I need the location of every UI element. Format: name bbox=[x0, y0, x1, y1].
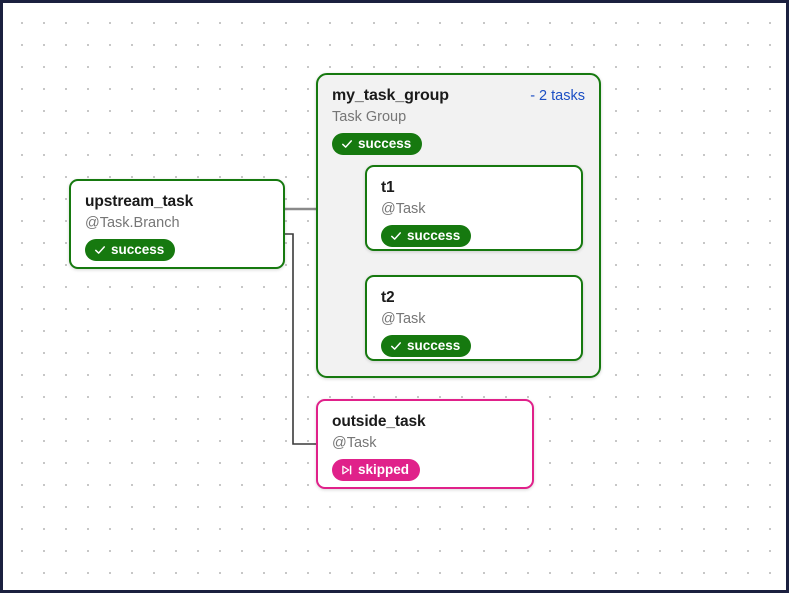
node-t1-status-badge: success bbox=[381, 225, 472, 247]
node-outside-task-status-badge: skipped bbox=[332, 459, 421, 481]
group-title-row: my_task_group - 2 tasks bbox=[332, 86, 585, 105]
node-t2[interactable]: t2 @Task success bbox=[365, 275, 583, 361]
node-t2-status-badge: success bbox=[381, 335, 472, 357]
task-group-type: Task Group bbox=[332, 109, 407, 125]
node-t2-title: t2 bbox=[381, 289, 395, 306]
check-icon bbox=[341, 138, 353, 150]
check-icon bbox=[390, 340, 402, 352]
task-group-status-label: success bbox=[358, 136, 412, 151]
node-t1-status-label: success bbox=[407, 228, 461, 243]
node-upstream-task-status-badge: success bbox=[85, 239, 176, 261]
node-upstream-task-title: upstream_task bbox=[85, 193, 194, 210]
task-group-header: my_task_group - 2 tasks Task Group succe… bbox=[318, 75, 599, 155]
node-outside-task-title: outside_task bbox=[332, 413, 426, 430]
task-group-count-toggle[interactable]: - 2 tasks bbox=[530, 88, 585, 104]
node-t1-type: @Task bbox=[381, 201, 426, 217]
skip-forward-icon bbox=[341, 464, 353, 476]
node-upstream-task-status-label: success bbox=[111, 242, 165, 257]
node-t1[interactable]: t1 @Task success bbox=[365, 165, 583, 251]
check-icon bbox=[390, 230, 402, 242]
node-outside-task-type: @Task bbox=[332, 435, 377, 451]
node-t2-status-label: success bbox=[407, 338, 461, 353]
check-icon bbox=[94, 244, 106, 256]
node-t1-title: t1 bbox=[381, 179, 395, 196]
task-group-title: my_task_group bbox=[332, 87, 449, 104]
edge-upstream-to-outside bbox=[285, 233, 316, 445]
task-group-status-badge: success bbox=[332, 133, 423, 155]
node-outside-task-status-label: skipped bbox=[358, 462, 410, 477]
node-outside-task[interactable]: outside_task @Task skipped bbox=[316, 399, 534, 489]
node-t2-type: @Task bbox=[381, 311, 426, 327]
node-upstream-task[interactable]: upstream_task @Task.Branch success bbox=[69, 179, 285, 269]
node-upstream-task-type: @Task.Branch bbox=[85, 215, 180, 231]
